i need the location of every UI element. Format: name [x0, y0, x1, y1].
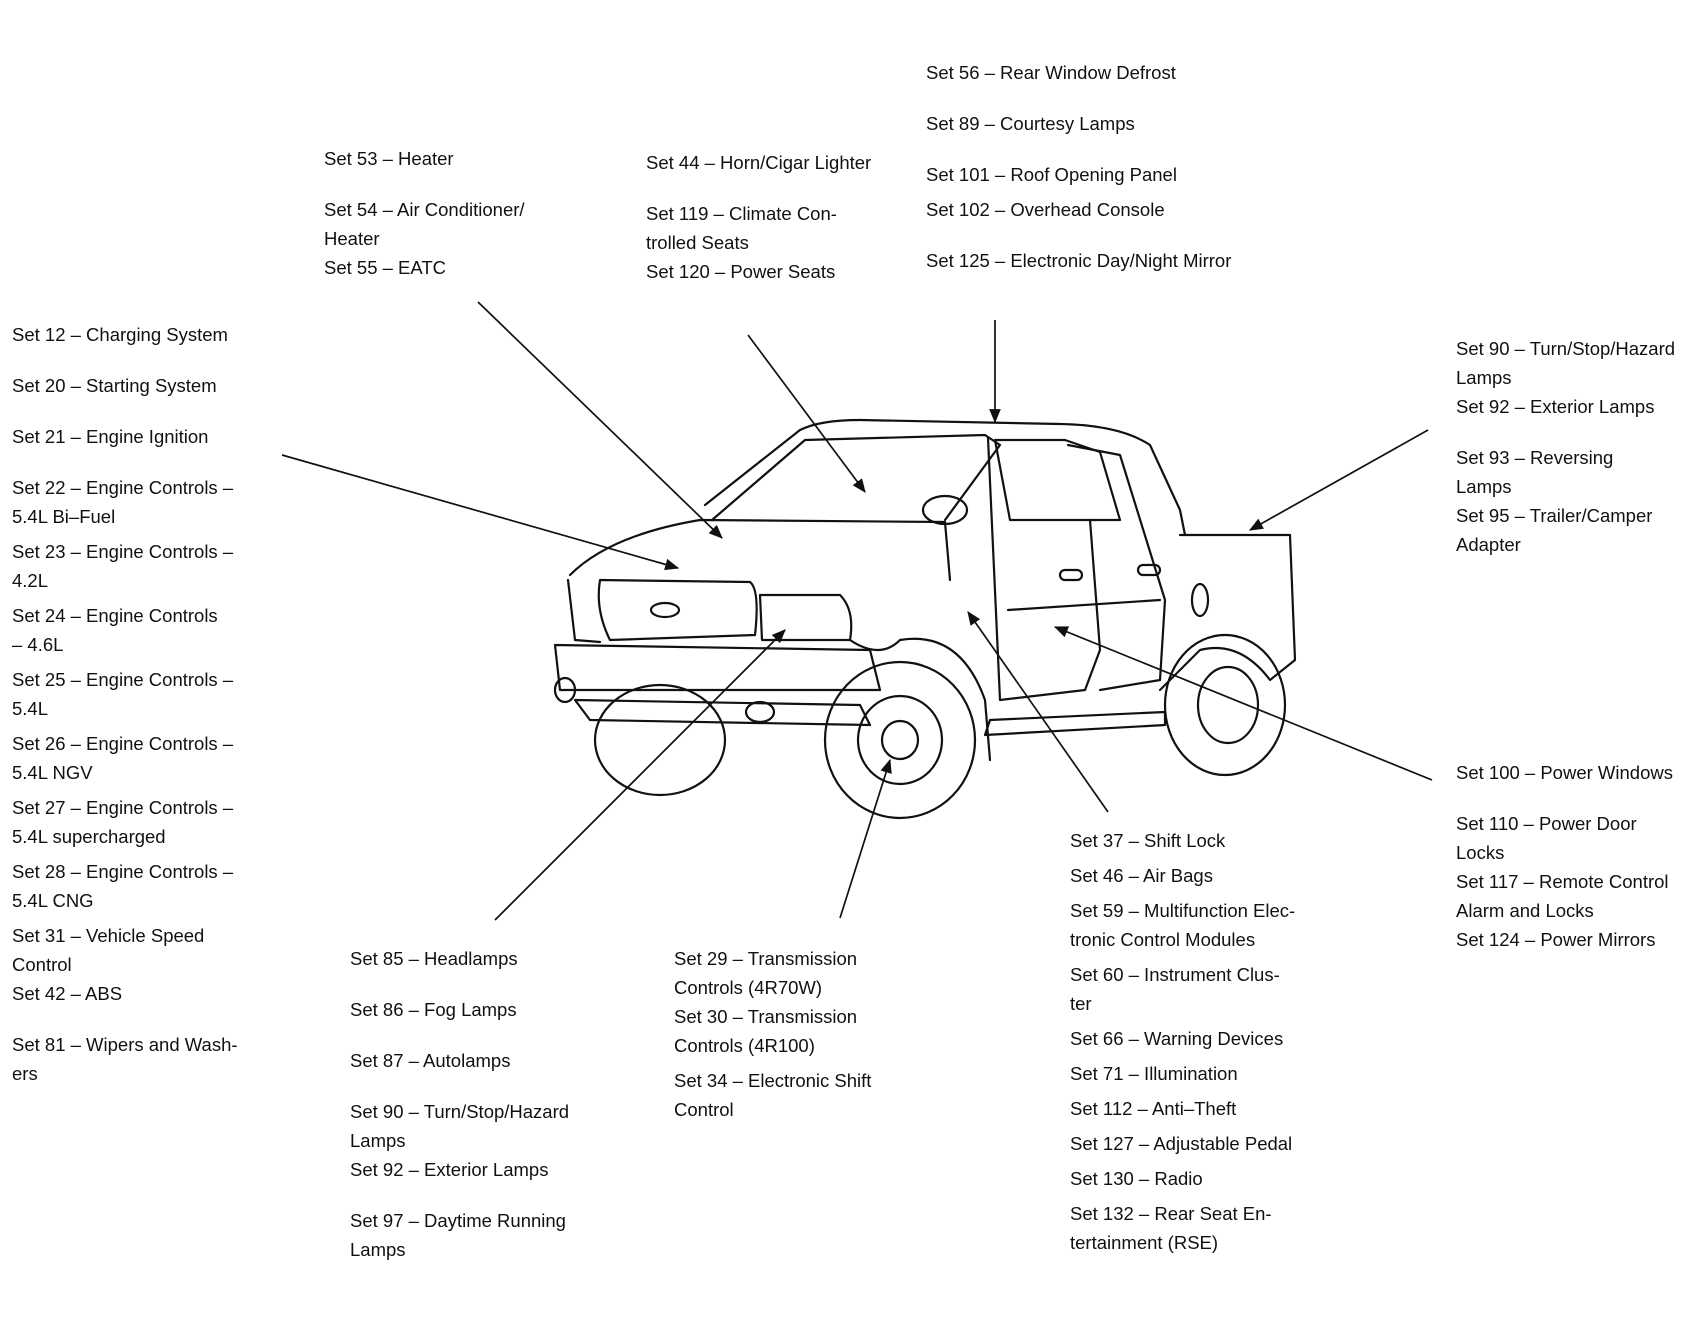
label-item: Set 29 – Transmission Controls (4R70W): [674, 948, 858, 998]
leader-rear-lamps: [1248, 429, 1429, 531]
side-mirror: [921, 494, 969, 526]
label-item: Set 21 – Engine Ignition: [12, 426, 209, 447]
label-item: Set 55 – EATC: [324, 257, 447, 278]
label-item: Set 12 – Charging System: [12, 324, 228, 345]
label-item: Set 87 – Autolamps: [350, 1050, 511, 1071]
rear-door: [1066, 443, 1167, 692]
label-item: Set 71 – Illumination: [1070, 1063, 1238, 1084]
leader-interior: [747, 334, 866, 493]
label-item: Set 95 – Trailer/Camper Adapter: [1456, 505, 1653, 555]
labels-top-left: Set 53 – Heater Set 54 – Air Conditioner…: [324, 144, 564, 282]
hood: [568, 518, 952, 582]
labels-right-lower: Set 100 – Power Windows Set 110 – Power …: [1456, 758, 1696, 954]
headlamp: [758, 593, 853, 642]
front-fender: [848, 637, 992, 762]
label-item: Set 66 – Warning Devices: [1070, 1028, 1284, 1049]
label-item: Set 92 – Exterior Lamps: [350, 1159, 549, 1180]
windshield: [710, 433, 1002, 522]
label-item: Set 60 – Instrument Clus- ter: [1070, 964, 1280, 1014]
label-item: Set 90 – Turn/Stop/Hazard Lamps: [1456, 338, 1676, 388]
label-item: Set 125 – Electronic Day/Night Mirror: [926, 250, 1232, 271]
label-item: Set 85 – Headlamps: [350, 948, 518, 969]
label-item: Set 110 – Power Door Locks: [1456, 813, 1637, 863]
label-item: Set 26 – Engine Controls – 5.4L NGV: [12, 733, 234, 783]
label-item: Set 54 – Air Conditioner/ Heater: [324, 199, 525, 249]
labels-top-mid: Set 44 – Horn/Cigar Lighter Set 119 – Cl…: [646, 148, 896, 286]
labels-left: Set 12 – Charging System Set 20 – Starti…: [12, 320, 272, 1088]
label-item: Set 28 – Engine Controls – 5.4L CNG: [12, 861, 234, 911]
label-item: Set 101 – Roof Opening Panel: [926, 164, 1177, 185]
label-item: Set 25 – Engine Controls – 5.4L: [12, 669, 234, 719]
leader-transmission: [839, 758, 892, 919]
label-item: Set 22 – Engine Controls – 5.4L Bi–Fuel: [12, 477, 234, 527]
leader-cab: [967, 611, 1109, 813]
label-item: Set 119 – Climate Con- trolled Seats: [646, 203, 837, 253]
label-item: Set 92 – Exterior Lamps: [1456, 396, 1655, 417]
front-door: [986, 436, 1102, 702]
rear-window: [993, 438, 1122, 522]
emblem: [649, 601, 681, 619]
label-item: Set 27 – Engine Controls – 5.4L supercha…: [12, 797, 234, 847]
label-item: Set 31 – Vehicle Speed Control: [12, 925, 205, 975]
front-bumper: [553, 643, 882, 692]
leader-heater: [477, 301, 723, 539]
label-item: Set 112 – Anti–Theft: [1070, 1098, 1237, 1119]
label-item: Set 93 – Reversing Lamps: [1456, 447, 1614, 497]
label-item: Set 24 – Engine Controls – 4.6L: [12, 605, 218, 655]
running-board: [983, 710, 1167, 737]
label-item: Set 30 – Transmission Controls (4R100): [674, 1006, 858, 1056]
leader-headlamps: [494, 629, 786, 921]
leader-engine: [281, 454, 680, 571]
label-item: Set 34 – Electronic Shift Control: [674, 1070, 872, 1120]
rear-wheel: [1163, 633, 1287, 777]
label-item: Set 42 – ABS: [12, 983, 123, 1004]
label-item: Set 117 – Remote Control Alarm and Locks: [1456, 871, 1669, 921]
labels-top-right: Set 56 – Rear Window Defrost Set 89 – Co…: [926, 58, 1286, 275]
label-item: Set 46 – Air Bags: [1070, 865, 1213, 886]
label-item: Set 127 – Adjustable Pedal: [1070, 1133, 1293, 1154]
label-item: Set 97 – Daytime Running Lamps: [350, 1210, 566, 1260]
label-item: Set 44 – Horn/Cigar Lighter: [646, 152, 872, 173]
label-item: Set 102 – Overhead Console: [926, 199, 1165, 220]
label-item: Set 100 – Power Windows: [1456, 762, 1673, 783]
label-item: Set 132 – Rear Seat En- tertainment (RSE…: [1070, 1203, 1272, 1253]
label-item: Set 81 – Wipers and Wash- ers: [12, 1034, 238, 1084]
label-item: Set 37 – Shift Lock: [1070, 830, 1226, 851]
label-item: Set 124 – Power Mirrors: [1456, 929, 1656, 950]
label-item: Set 120 – Power Seats: [646, 261, 836, 282]
label-item: Set 56 – Rear Window Defrost: [926, 62, 1176, 83]
label-item: Set 23 – Engine Controls – 4.2L: [12, 541, 234, 591]
label-item: Set 59 – Multifunction Elec- tronic Cont…: [1070, 900, 1296, 950]
labels-bottom-left: Set 85 – Headlamps Set 86 – Fog Lamps Se…: [350, 944, 610, 1264]
labels-bottom-right: Set 37 – Shift Lock Set 46 – Air Bags Se…: [1070, 826, 1350, 1257]
label-item: Set 53 – Heater: [324, 148, 454, 169]
label-item: Set 20 – Starting System: [12, 375, 217, 396]
grille: [597, 578, 758, 642]
labels-right: Set 90 – Turn/Stop/Hazard Lamps Set 92 –…: [1456, 334, 1696, 559]
front-wheel: [823, 660, 977, 820]
labels-bottom-mid: Set 29 – Transmission Controls (4R70W) S…: [674, 944, 924, 1124]
cab-roof: [703, 418, 1187, 537]
label-item: Set 86 – Fog Lamps: [350, 999, 517, 1020]
label-item: Set 130 – Radio: [1070, 1168, 1203, 1189]
leader-doors: [1053, 626, 1433, 781]
label-item: Set 89 – Courtesy Lamps: [926, 113, 1135, 134]
front-wheel-left: [593, 683, 727, 797]
label-item: Set 90 – Turn/Stop/Hazard Lamps: [350, 1101, 570, 1151]
